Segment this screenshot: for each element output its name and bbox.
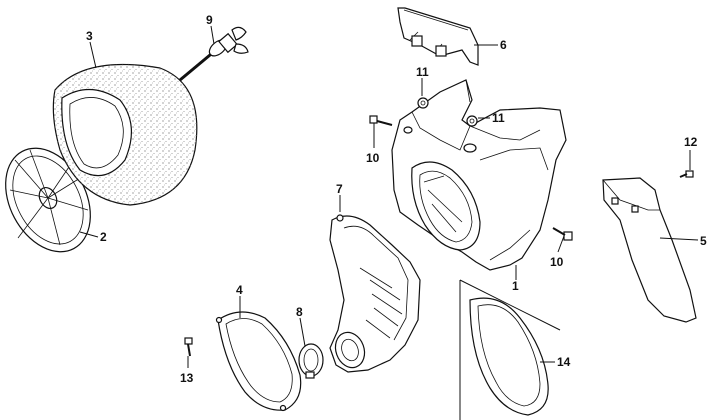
label-part-2: 2 xyxy=(100,230,107,244)
wing-bolt xyxy=(179,26,249,82)
bolt-right xyxy=(552,227,573,241)
bolt-left xyxy=(369,115,393,126)
nut-upper xyxy=(417,97,429,109)
top-bracket xyxy=(397,7,479,66)
label-part-10-right: 10 xyxy=(550,255,564,269)
label-part-8: 8 xyxy=(296,305,303,319)
nut-lower xyxy=(466,115,478,127)
filter-cage xyxy=(5,147,96,253)
intake-duct xyxy=(329,214,421,373)
airbox-body xyxy=(391,79,567,271)
label-part-5: 5 xyxy=(700,234,707,248)
label-part-10-left: 10 xyxy=(366,151,380,165)
screw-13 xyxy=(184,337,193,357)
clamp-ring xyxy=(298,343,324,379)
label-part-12: 12 xyxy=(684,135,698,149)
screw-12 xyxy=(679,170,694,178)
label-part-3: 3 xyxy=(86,29,93,43)
gasket-14 xyxy=(459,279,561,420)
label-part-9: 9 xyxy=(206,13,213,27)
label-part-14: 14 xyxy=(557,355,571,369)
leader-lines xyxy=(79,25,699,368)
air-filter-element xyxy=(52,63,198,206)
mud-guard xyxy=(602,177,697,323)
label-part-4: 4 xyxy=(236,283,243,297)
label-part-11-upper: 11 xyxy=(416,65,429,79)
label-part-11-lower: 11 xyxy=(492,111,505,125)
label-part-13: 13 xyxy=(180,371,194,385)
label-part-7: 7 xyxy=(336,182,343,196)
gasket-4 xyxy=(215,311,302,412)
label-part-6: 6 xyxy=(500,38,507,52)
label-part-1: 1 xyxy=(512,279,519,293)
